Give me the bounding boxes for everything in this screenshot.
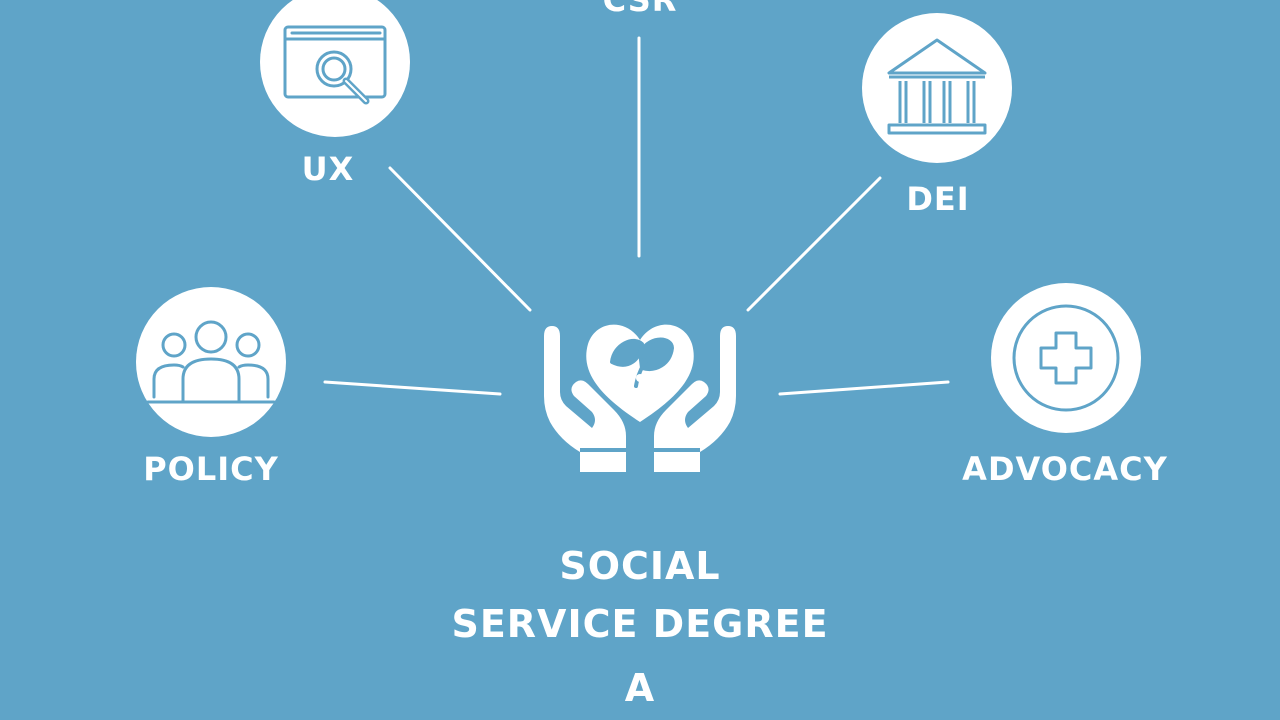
advocacy-node (991, 283, 1141, 433)
center-hub (540, 300, 740, 480)
left-hand-shape (544, 326, 626, 472)
medical-cross-icon (1012, 304, 1120, 412)
leaf-shape (610, 337, 674, 388)
hands-holding-heart-leaf-icon (544, 324, 736, 472)
advocacy-label: ADVOCACY (962, 450, 1168, 488)
dei-node (862, 13, 1012, 163)
dei-label: DEI (906, 180, 970, 218)
csr-label: CSR (602, 0, 678, 19)
connector-ux (388, 166, 532, 312)
ux-node (260, 0, 410, 137)
institution-building-icon (887, 38, 987, 135)
title-line-3: A (624, 666, 656, 710)
title-line-1: SOCIAL (559, 544, 721, 588)
ux-label: UX (301, 150, 355, 188)
title-line-2: SERVICE DEGREE (451, 602, 829, 646)
connector-advocacy (778, 380, 950, 396)
connector-policy (323, 380, 502, 396)
connector-dei (746, 176, 882, 312)
right-hand-shape (654, 326, 736, 472)
policy-label: POLICY (143, 450, 279, 488)
people-group-icon (146, 320, 276, 404)
policy-node (136, 287, 286, 437)
browser-magnifier-icon (283, 25, 387, 105)
